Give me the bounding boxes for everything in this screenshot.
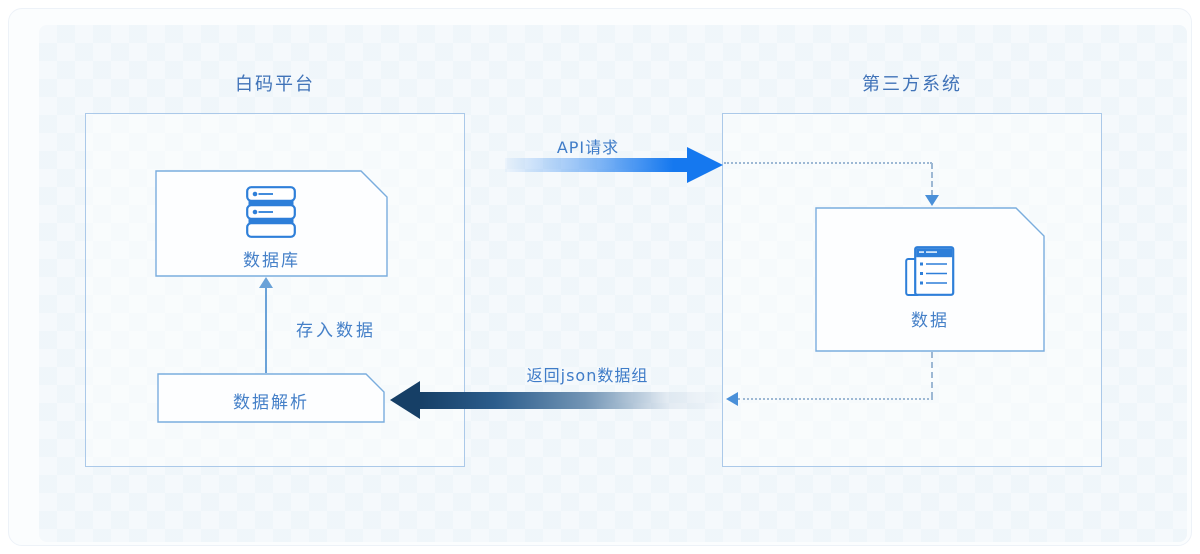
down-arrowhead-icon — [925, 195, 939, 206]
json-response-arrowhead-icon — [390, 381, 420, 419]
api-request-arrow — [505, 158, 688, 172]
json-response-arrow — [419, 392, 722, 409]
data-label: 数据 — [911, 311, 949, 331]
store-data-arrowhead-icon — [259, 277, 273, 288]
left-system-title: 白码平台 — [235, 74, 315, 95]
database-node: 数据库 — [155, 170, 388, 277]
parser-label: 数据解析 — [233, 393, 309, 413]
json-response-label: 返回json数据组 — [526, 366, 649, 385]
database-icon — [246, 186, 296, 238]
parser-node: 数据解析 — [157, 373, 385, 423]
store-data-line — [265, 288, 267, 373]
chamfered-box-outline — [157, 373, 385, 423]
request-dashed-connector-v — [931, 163, 933, 196]
data-node: 数据 — [815, 207, 1045, 352]
response-dashed-connector-v — [931, 352, 933, 398]
api-request-label: API请求 — [556, 138, 620, 157]
store-data-label: 存入数据 — [296, 321, 376, 341]
database-label: 数据库 — [243, 251, 300, 271]
right-system-title: 第三方系统 — [862, 74, 962, 95]
api-request-arrowhead-icon — [687, 147, 723, 183]
data-table-icon — [905, 246, 955, 296]
response-dotted-connector-h — [738, 398, 933, 400]
left-arrowhead-icon — [726, 392, 738, 406]
request-dotted-connector-h — [724, 162, 932, 164]
